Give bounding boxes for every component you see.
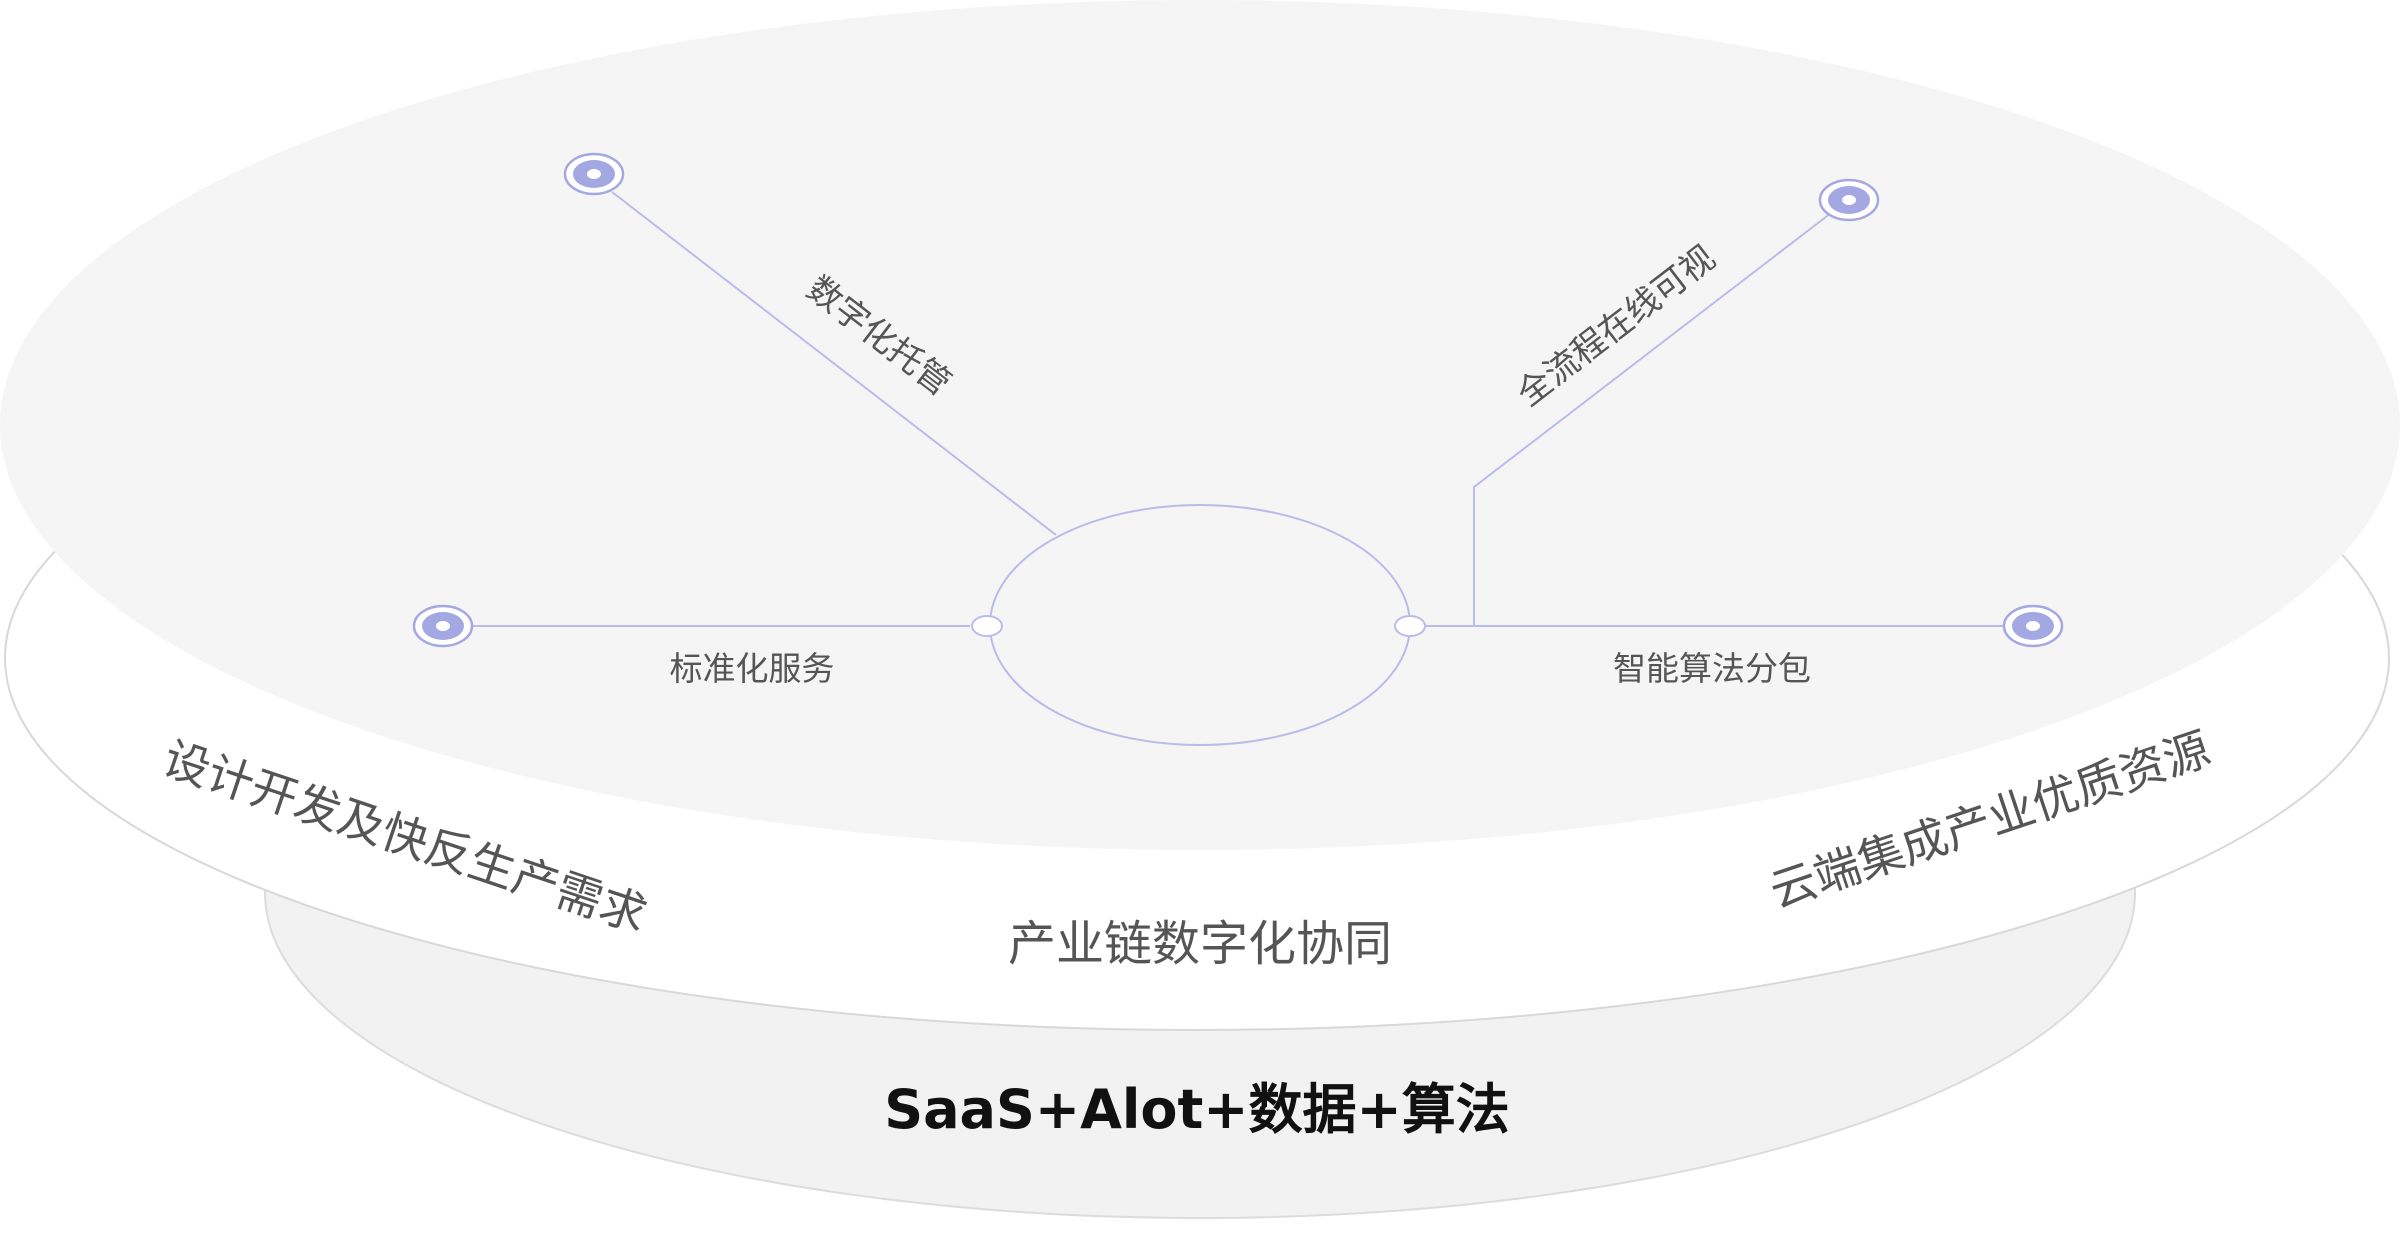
endpoint-standardized-service bbox=[412, 604, 474, 648]
hub-junction-left bbox=[971, 615, 1003, 637]
middle-layer-label-center: 产业链数字化协同 bbox=[1008, 916, 1392, 972]
endpoint-smart-algorithm-subcontract bbox=[2002, 604, 2064, 648]
top-disc bbox=[0, 0, 2400, 850]
branch-label-smart-algorithm-subcontract: 智能算法分包 bbox=[1613, 649, 1811, 688]
endpoint-digital-hosting bbox=[563, 152, 625, 196]
branch-label-standardized-service: 标准化服务 bbox=[670, 649, 835, 688]
hub-junction-right bbox=[1394, 615, 1426, 637]
endpoint-full-process-visible bbox=[1818, 178, 1880, 222]
base-layer-label: SaaS+Alot+数据+算法 bbox=[884, 1078, 1510, 1141]
connector-full-process-visible bbox=[1473, 212, 1832, 626]
connector-digital-hosting bbox=[611, 191, 1057, 536]
connector-lines bbox=[471, 191, 2006, 627]
